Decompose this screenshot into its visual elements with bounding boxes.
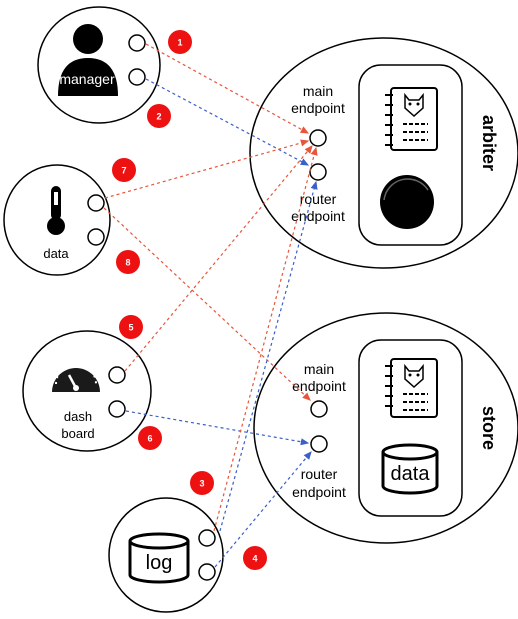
connection-1 bbox=[145, 43, 310, 134]
data-port-1 bbox=[87, 194, 105, 212]
badge-7-label: 7 bbox=[121, 166, 126, 176]
ogre-notebook-icon bbox=[385, 87, 438, 151]
store-router-line2: endpoint bbox=[292, 484, 346, 500]
thermometer-icon bbox=[47, 186, 65, 235]
arbiter-router-line2: endpoint bbox=[291, 208, 345, 224]
badge-3-label: 3 bbox=[199, 479, 204, 489]
store-router-line1: router bbox=[301, 466, 338, 482]
badge-4: 4 bbox=[243, 546, 267, 570]
badge-1-label: 1 bbox=[177, 38, 182, 48]
arbiter-node: main endpoint router endpoint arbiter bbox=[249, 37, 518, 269]
badge-8: 8 bbox=[116, 250, 140, 274]
badge-2-label: 2 bbox=[156, 112, 161, 122]
arbiter-router-line1: router bbox=[300, 191, 337, 207]
arbiter-main-line1: main bbox=[303, 83, 333, 99]
data-node: data bbox=[3, 164, 111, 276]
database-icon bbox=[128, 532, 190, 584]
store-main-line2: endpoint bbox=[292, 378, 346, 394]
badge-2: 2 bbox=[147, 104, 171, 128]
connection-4 bbox=[214, 451, 312, 568]
store-main-endpoint-port bbox=[310, 400, 328, 418]
dashboard-port-2 bbox=[108, 400, 126, 418]
badge-8-label: 8 bbox=[125, 258, 130, 268]
badge-6-label: 6 bbox=[147, 434, 152, 444]
badge-5: 5 bbox=[119, 315, 143, 339]
dashboard-node: dash board bbox=[22, 330, 152, 452]
gauge-icon bbox=[52, 363, 100, 392]
store-node: main endpoint router endpoint data store bbox=[253, 312, 518, 544]
connection-3-router bbox=[219, 180, 318, 532]
badge-5-label: 5 bbox=[128, 323, 133, 333]
connection-5 bbox=[124, 145, 313, 372]
dashboard-label-line1: dash bbox=[64, 409, 92, 424]
badge-1: 1 bbox=[168, 30, 192, 54]
store-router-endpoint-port bbox=[310, 435, 328, 453]
connection-8 bbox=[103, 207, 311, 401]
badge-3: 3 bbox=[190, 471, 214, 495]
arbiter-title: arbiter bbox=[479, 115, 499, 171]
connection-2 bbox=[145, 78, 310, 166]
ogre-notebook-icon bbox=[385, 358, 438, 418]
log-port-1 bbox=[198, 529, 216, 547]
arbiter-main-line2: endpoint bbox=[291, 100, 345, 116]
badge-6: 6 bbox=[138, 426, 162, 450]
connection-6 bbox=[125, 410, 310, 446]
connection-7 bbox=[104, 139, 310, 199]
database-icon bbox=[381, 443, 439, 495]
store-inner-box bbox=[358, 339, 463, 517]
manager-port-2 bbox=[128, 68, 146, 86]
store-db-label: data bbox=[391, 463, 431, 485]
log-node: log bbox=[108, 497, 224, 613]
arbiter-inner-box bbox=[358, 64, 463, 246]
log-label: log bbox=[146, 552, 173, 574]
badge-7: 7 bbox=[112, 158, 136, 182]
store-main-line1: main bbox=[304, 361, 334, 377]
store-title: store bbox=[479, 406, 499, 450]
dashboard-port-1 bbox=[108, 366, 126, 384]
data-port-2 bbox=[87, 228, 105, 246]
dashboard-label-line2: board bbox=[61, 426, 94, 441]
arbiter-main-endpoint-port bbox=[309, 129, 327, 147]
person-icon bbox=[58, 24, 118, 96]
manager-node: manager bbox=[37, 6, 161, 124]
connection-3 bbox=[213, 146, 318, 532]
manager-label: manager bbox=[59, 71, 115, 87]
log-port-2 bbox=[198, 563, 216, 581]
manager-port-1 bbox=[128, 34, 146, 52]
arbiter-router-endpoint-port bbox=[309, 163, 327, 181]
data-label: data bbox=[43, 246, 69, 261]
black-disc-icon bbox=[380, 175, 434, 229]
badge-4-label: 4 bbox=[252, 554, 257, 564]
